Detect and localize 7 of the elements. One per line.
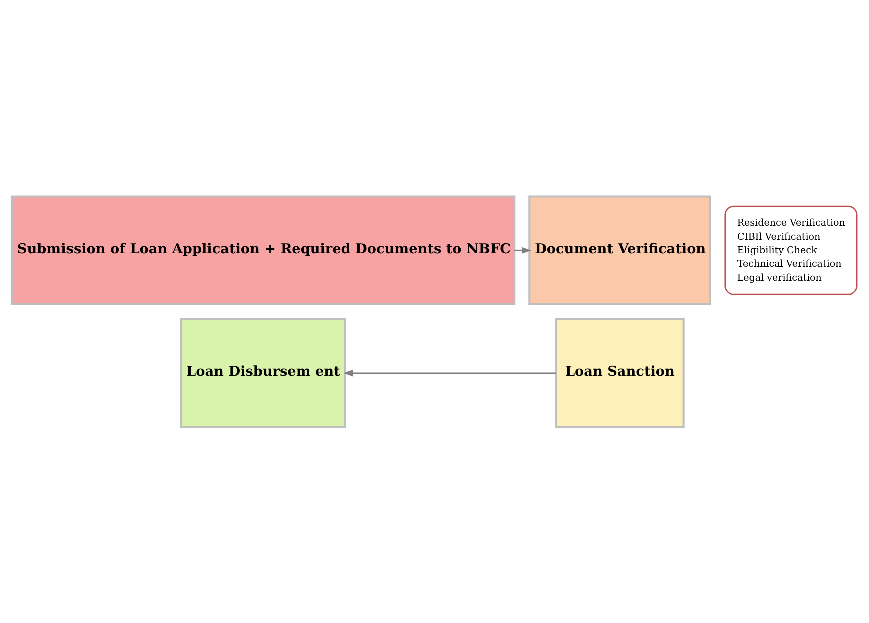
node-box: Document Verification [528, 195, 712, 306]
node-box: Loan Sanction [555, 318, 685, 428]
node-box: Loan Disbursem ent [180, 318, 347, 428]
node-box: Residence Verification CIBIl Verification Eligibility Check Technical Verification Legal verification [724, 205, 858, 295]
arrow [514, 246, 532, 254]
node-box: Submission of Loan Application + Required Documents to NBFC [10, 195, 516, 306]
arrow [343, 370, 556, 376]
